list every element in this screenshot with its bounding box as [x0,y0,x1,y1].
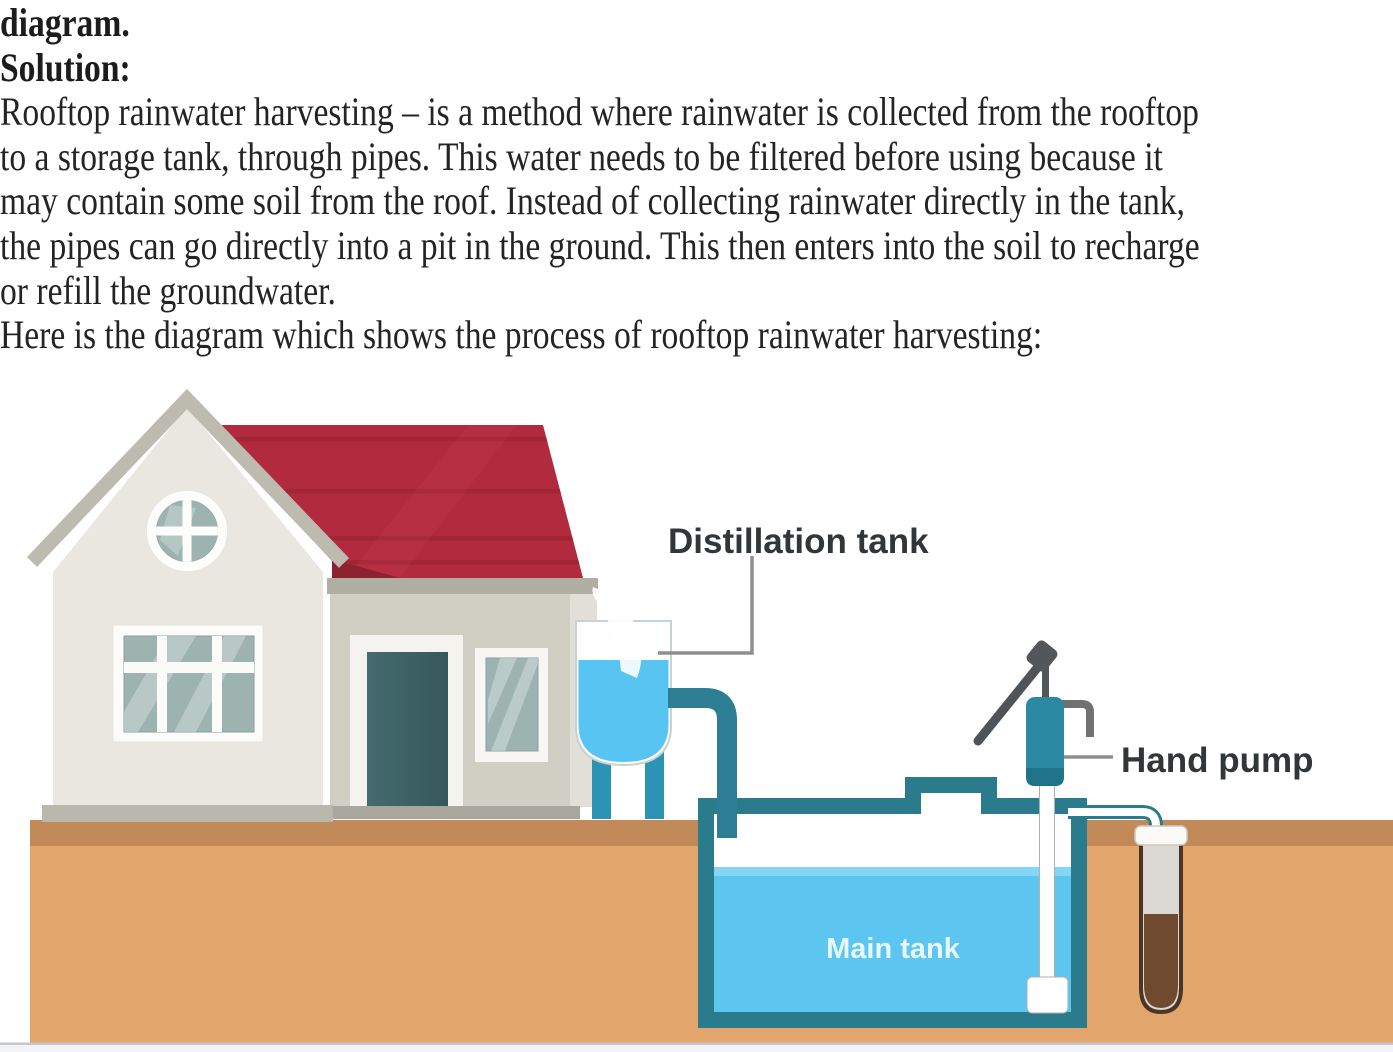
roof-stripes [205,437,583,565]
text-line-solution-heading: Solution: [0,44,131,90]
door [367,652,448,807]
steam-wisp-small [636,597,660,617]
pump-body-base [1026,768,1064,786]
pump-handle-knob [1026,640,1058,672]
text-line-intro-diagram: Here is the diagram which shows the proc… [0,312,1043,358]
pump-handle [973,652,1051,746]
pump-foot-valve [1026,976,1069,1014]
borewell-cap [1134,825,1188,846]
main-window-glass [123,635,255,733]
main-tank-water [714,867,1071,1012]
gable-bargeboard [26,388,350,568]
text-line-paragraph-1: Rooftop rainwater harvesting – is a meth… [0,89,1199,135]
borewell-soil [1144,914,1178,1008]
distillation-tank-label: Distillation tank [668,522,929,561]
distillation-tank-leader-line [658,556,754,655]
roof-sheen [346,425,516,578]
right-window-glass [485,657,539,752]
steam-wisp [592,587,642,678]
text-line-paragraph-4: the pipes can go directly into a pit in … [0,222,1200,268]
right-window-streaks [488,658,538,751]
text-line-paragraph-3: may contain some soil from the roof. Ins… [0,178,1185,224]
right-plinth [326,806,580,819]
text-line-paragraph-5: or refill the groundwater. [0,267,336,313]
roof-eave-shadow [332,559,400,578]
fascia-strip [327,578,598,594]
round-window-mullions [156,500,218,562]
pump-rod [1039,781,1055,980]
text-line-diagram: diagram. [0,0,130,45]
round-window-ring [147,491,227,571]
pump-spout [1060,700,1094,737]
hand-pump-label: Hand pump [1121,741,1313,780]
pump-body [1026,697,1064,786]
solution-text-block: diagram. Solution: Rooftop rainwater har… [0,0,1200,358]
distillation-tank-water [578,660,669,762]
text-line-paragraph-2: to a storage tank, through pipes. This w… [0,133,1163,179]
main-window-mullions [124,636,254,732]
bottom-strip-line [0,1042,1393,1045]
pump-piston-rod [1042,666,1049,702]
inlet-pipe [668,688,737,838]
bottom-strip [0,1045,1393,1052]
gable-plinth [42,805,333,822]
main-tank-water-highlight [714,867,1071,876]
main-tank-label: Main tank [826,933,961,965]
